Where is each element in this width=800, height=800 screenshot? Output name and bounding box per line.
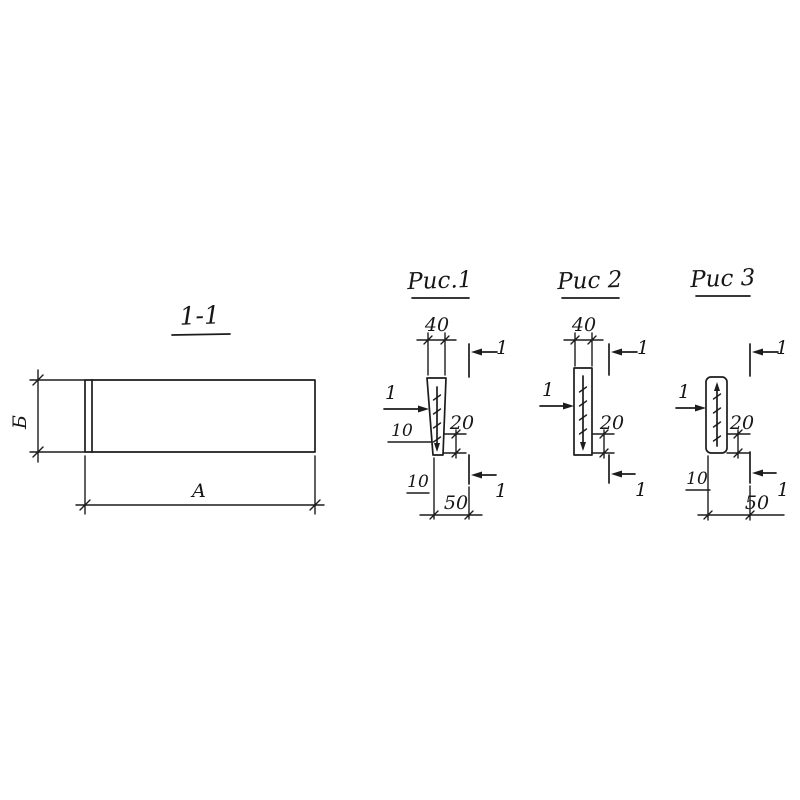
figure1-rebar-arrowhead (434, 443, 440, 452)
figure2-cut-arrow-left-head (563, 402, 574, 410)
figure3-cut-label-left: 1 (678, 381, 690, 403)
figure2-rebar-arrowhead (580, 442, 586, 451)
figure1-shape-outline (426, 377, 447, 456)
figure3-cut-label-top: 1 (776, 337, 788, 359)
figure3-rebar-arrowhead (714, 382, 720, 391)
figure2-cut-label-left: 1 (542, 379, 554, 401)
figure1-dim-bottom-lines (419, 457, 483, 520)
figure1-dim-offset-bottom-label: 10 (407, 472, 429, 492)
dim-width-label: А (190, 480, 206, 502)
section-outline (84, 379, 316, 453)
figure2-shape-outline (573, 367, 593, 456)
figure1-cut-arrow-bottom-head (471, 471, 482, 479)
dim-height-label: Б (9, 415, 31, 430)
section-title: 1-1 (179, 300, 220, 330)
figure3-dim-offset-bottom-label: 10 (686, 469, 708, 489)
figure2-cut-label-bottom: 1 (635, 479, 647, 501)
figure2-rebar-ticks (578, 386, 588, 435)
figure-1: Рис.1 40 1 10 20 1 1 10 50 (383, 267, 508, 520)
figure1-cut-arrow-top-head (471, 348, 482, 356)
figure2-dim-side-label: 20 (599, 412, 624, 434)
figure2-title: Рис 2 (556, 267, 623, 295)
figure2-dim-top-label: 40 (571, 314, 596, 336)
figure3-cut-arrow-left-head (695, 404, 706, 412)
section-title-underline (171, 333, 231, 336)
figure1-rebar-ticks (432, 394, 442, 443)
figure3-dim-side-lines (726, 429, 751, 459)
figure3-rebar-ticks (712, 393, 722, 442)
dim-width-lines (75, 455, 325, 515)
figure3-dim-bottom-label: 50 (745, 492, 769, 514)
figure2-dim-top-lines (563, 332, 604, 367)
figure3-shape-outline (705, 376, 728, 454)
figure1-dim-side-label: 20 (449, 412, 474, 434)
figure1-dim-bottom-label: 50 (444, 492, 468, 514)
figure1-dim-top-label: 40 (424, 314, 449, 336)
figure1-cut-arrow-left-head (418, 405, 429, 413)
figure1-cut-label-top: 1 (496, 337, 508, 359)
figure3-cut-label-bottom: 1 (777, 479, 789, 501)
figure1-title: Рис.1 (406, 267, 473, 295)
figure2-cut-arrow-bottom-head (611, 470, 622, 478)
figure-2: Рис 2 40 1 20 1 1 (539, 267, 649, 501)
figure2-cut-arrow-top-head (611, 348, 622, 356)
figure1-dim-side-lines (442, 429, 467, 459)
section-view: 1-1 Б А (9, 300, 325, 515)
figure2-dim-side-lines (591, 429, 615, 459)
dim-height-lines (29, 369, 86, 463)
figure3-cut-arrow-top-head (752, 348, 763, 356)
figure1-cut-label-bottom: 1 (495, 480, 507, 502)
figure3-dim-side-label: 20 (729, 412, 754, 434)
figure3-dim-bottom-lines (697, 455, 785, 521)
figure3-title: Рис 3 (689, 265, 756, 293)
figure2-cut-label-top: 1 (637, 337, 649, 359)
figure-3: Рис 3 1 20 1 1 10 50 (675, 265, 789, 521)
figure1-dim-top-lines (416, 332, 457, 376)
figure1-dim-offset-left-label: 10 (391, 421, 413, 441)
figure3-cut-arrow-bottom-head (752, 469, 763, 477)
figure1-cut-label-left: 1 (385, 382, 397, 404)
